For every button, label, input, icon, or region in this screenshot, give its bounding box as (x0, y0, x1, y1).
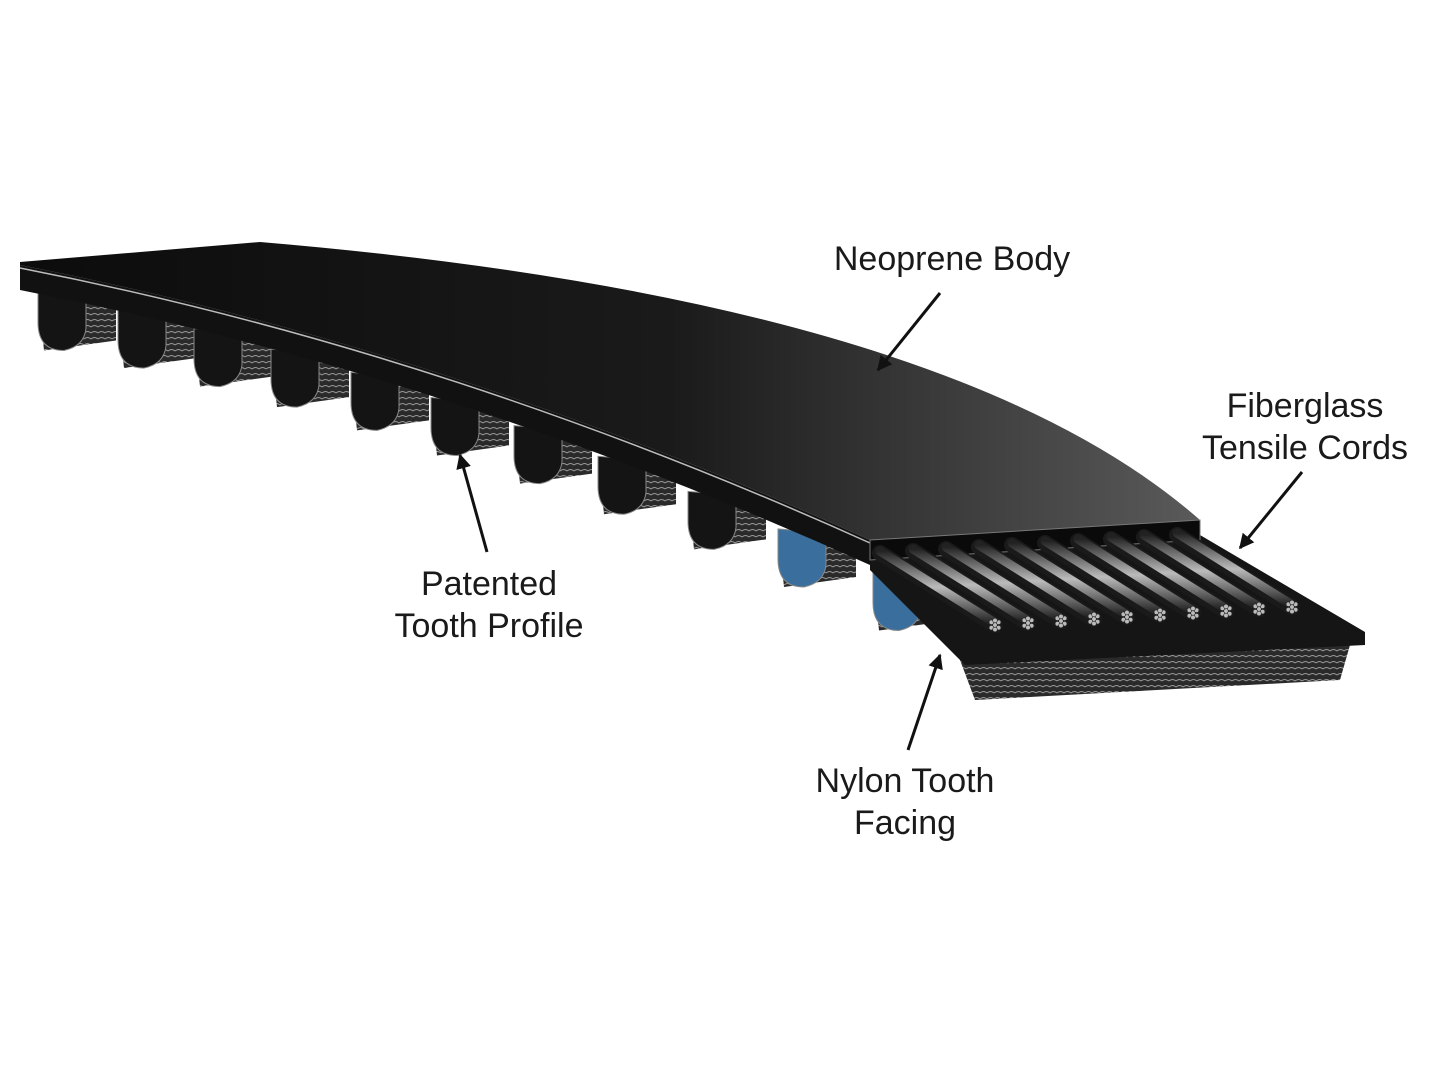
cord-strand-end (1025, 624, 1031, 631)
cord-highlight (1040, 536, 1165, 618)
cord-strand-end (1256, 610, 1262, 617)
label-nylon-facing: Nylon Tooth Facing (816, 760, 995, 844)
cord-highlight (908, 544, 1033, 626)
cord-strand-end (992, 626, 998, 633)
fiberglass-arrow (1238, 471, 1304, 550)
label-text: Patented (420, 565, 558, 603)
label-tooth-profile: Patented Tooth Profile (395, 563, 584, 647)
tooth (350, 371, 400, 431)
cord-strand-end (1091, 611, 1097, 618)
cord-strand-end (1190, 605, 1196, 612)
tooth (37, 291, 87, 351)
tooth (117, 309, 167, 369)
cord-strand-end (1025, 615, 1031, 622)
tooth-profile-arrow (456, 453, 489, 553)
tooth (513, 425, 563, 485)
cord-strand-end (1256, 601, 1262, 608)
label-neoprene-body: Neoprene Body (834, 238, 1070, 280)
cord-strand-end (1289, 599, 1295, 606)
label-fiberglass-cords: Fiberglass Tensile Cords (1202, 385, 1408, 469)
cord-strand-end (1223, 612, 1229, 619)
label-text: Nylon Tooth (815, 762, 995, 800)
cord-highlight (1172, 528, 1297, 610)
cord-highlight (941, 542, 1066, 624)
cord-highlight (1007, 538, 1132, 620)
label-text: Neoprene Body (833, 240, 1071, 278)
cord-strand-end (1190, 614, 1196, 621)
cord-strand-end (1124, 609, 1130, 616)
cord-strand-end (1058, 622, 1064, 629)
label-text: Fiberglass (1226, 387, 1384, 425)
belt-side-face (20, 265, 870, 565)
cord-strand-end (1091, 620, 1097, 627)
belt-top-surface (20, 242, 1200, 540)
tooth (777, 528, 827, 588)
cord-strand-end (1157, 607, 1163, 614)
label-text: Tensile Cords (1202, 429, 1408, 467)
cord-highlight (1073, 534, 1198, 616)
label-text: Facing (853, 804, 957, 842)
cord-strand-end (1157, 616, 1163, 623)
cord-highlight (974, 540, 1099, 622)
cord-strand-end (1058, 613, 1064, 620)
cord-highlight (1106, 532, 1231, 614)
fiberglass-cords (872, 527, 1300, 633)
belt-edge-highlight (19, 267, 871, 544)
tooth (597, 455, 647, 515)
tooth (270, 348, 320, 408)
label-text: Tooth Profile (394, 607, 584, 645)
cord-highlight (1139, 530, 1264, 612)
cord-strand-end (992, 617, 998, 624)
tooth (687, 490, 737, 550)
cord-strand-end (1289, 608, 1295, 615)
nylon-arrow (906, 653, 943, 751)
cord-highlight (875, 546, 1000, 628)
tooth (193, 328, 243, 388)
neoprene-arrow (876, 292, 942, 372)
cord-strand-end (1223, 603, 1229, 610)
cord-strand-end (1124, 618, 1130, 625)
